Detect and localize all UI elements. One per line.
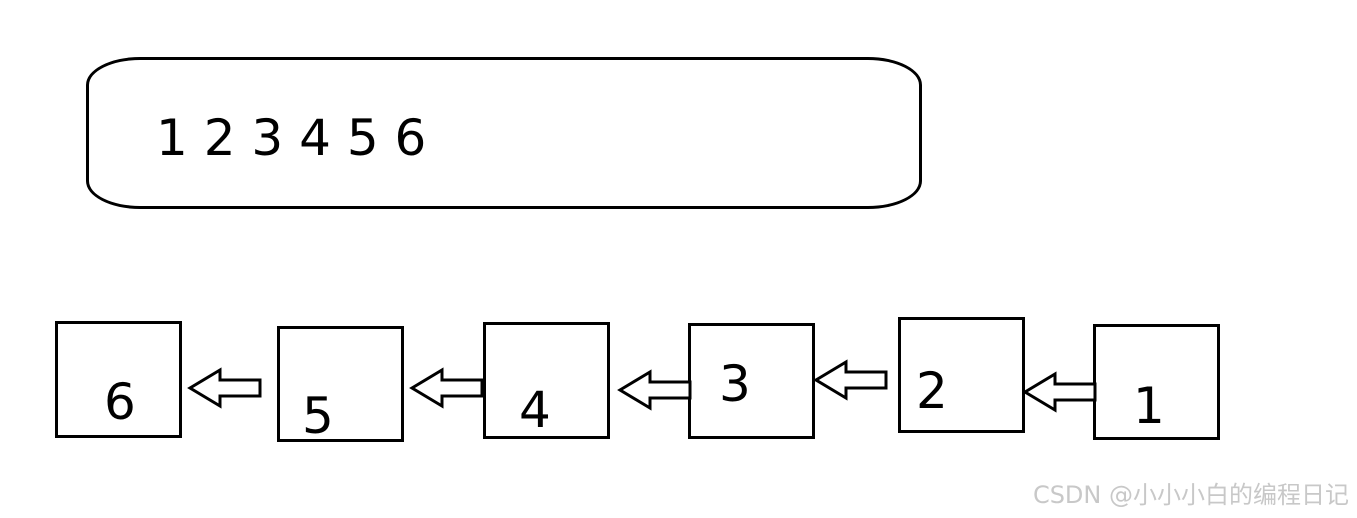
node-box-1	[1093, 324, 1220, 440]
left-arrow-icon	[187, 367, 262, 409]
left-arrow-icon	[617, 369, 692, 411]
stack-contents-text: 1 2 3 4 5 6	[156, 109, 427, 167]
node-label-3: 3	[719, 355, 751, 413]
left-arrow-icon	[409, 367, 484, 409]
node-box-5	[277, 326, 404, 442]
node-box-4	[483, 322, 610, 439]
node-label-2: 2	[916, 362, 948, 420]
node-box-3	[688, 323, 815, 439]
node-box-6	[55, 321, 182, 438]
node-label-5: 5	[302, 387, 334, 445]
node-label-1: 1	[1133, 377, 1165, 435]
node-label-4: 4	[519, 381, 551, 439]
node-label-6: 6	[104, 373, 136, 431]
stack-container	[86, 57, 922, 209]
watermark: CSDN @小小小白的编程日记	[1032, 481, 1349, 509]
node-box-2	[898, 317, 1025, 433]
left-arrow-icon	[1022, 371, 1097, 413]
left-arrow-icon	[813, 359, 888, 401]
